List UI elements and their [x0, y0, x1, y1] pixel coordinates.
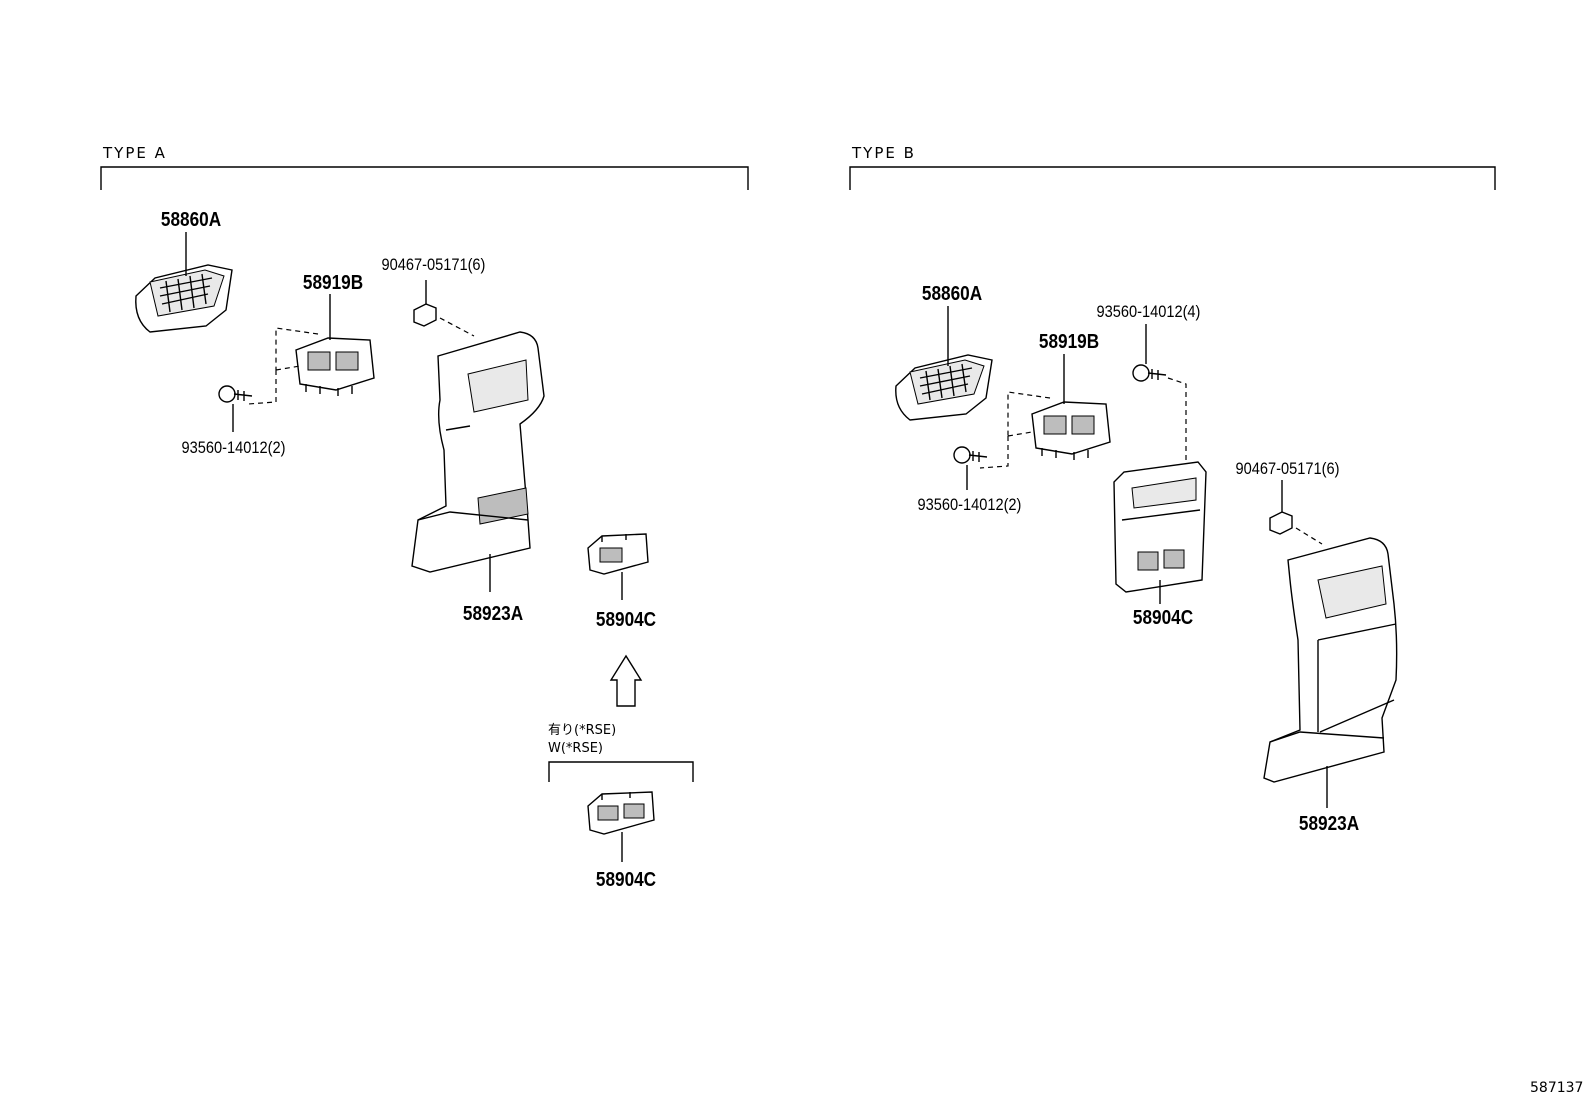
type-b-label-screw-top: 93560-14012(4) — [1096, 303, 1200, 321]
type-a-label-console-end: 58923A — [463, 602, 523, 625]
type-a-section: TYPE A 58860A 58919B 93560-14012(2) — [100, 144, 749, 891]
type-b-screw-top[interactable] — [1132, 324, 1167, 382]
type-b-label-bezel: 58919B — [1039, 330, 1099, 353]
type-a-label-panel-upper: 58904C — [596, 608, 656, 631]
type-a-clip[interactable] — [413, 280, 437, 327]
type-b-label-console-end: 58923A — [1299, 812, 1359, 835]
type-b-bracket — [849, 166, 1496, 190]
type-a-variant-note-line1: 有り(*RSE) — [548, 723, 616, 738]
type-a-label-bezel: 58919B — [303, 271, 363, 294]
type-a-bezel[interactable] — [295, 294, 375, 396]
type-b-label-screw: 93560-14012(2) — [917, 496, 1021, 514]
type-a-label-clip: 90467-05171(6) — [381, 256, 485, 274]
type-b-label-panel: 58904C — [1133, 606, 1193, 629]
type-a-variant-bracket — [548, 761, 694, 782]
type-a-panel-lower[interactable] — [587, 791, 655, 862]
type-b-clip-leader — [1295, 527, 1323, 545]
type-b-section: TYPE B 58860A 58919B 93560-14012(2) — [849, 144, 1496, 835]
type-a-label-screw: 93560-14012(2) — [181, 439, 285, 457]
type-b-clip[interactable] — [1269, 480, 1293, 535]
type-a-vent[interactable] — [135, 232, 233, 333]
type-b-screw-top-leader — [1167, 377, 1187, 462]
type-a-title: TYPE A — [102, 144, 167, 162]
type-a-variant-arrow — [609, 654, 643, 707]
type-a-clip-leader — [439, 317, 475, 337]
type-a-panel-upper[interactable] — [587, 533, 649, 600]
type-a-screw[interactable] — [218, 385, 253, 432]
type-b-bezel[interactable] — [1031, 354, 1111, 460]
type-a-variant-note-line2: W(*RSE) — [548, 741, 603, 756]
type-b-title: TYPE B — [851, 144, 916, 162]
type-a-bracket — [100, 166, 749, 190]
type-a-bezel-leader — [247, 327, 319, 405]
type-b-label-vent: 58860A — [922, 282, 982, 305]
type-a-label-vent: 58860A — [161, 208, 221, 231]
type-a-console-end[interactable] — [411, 331, 545, 592]
figure-id: 587137 — [1530, 1080, 1583, 1096]
type-b-vent[interactable] — [895, 306, 993, 421]
type-b-bezel-leader — [979, 391, 1051, 469]
type-a-label-panel-lower: 58904C — [596, 868, 656, 891]
type-b-screw[interactable] — [953, 446, 988, 490]
type-b-console-end[interactable] — [1263, 537, 1398, 808]
type-b-panel[interactable] — [1113, 461, 1207, 604]
type-b-label-clip: 90467-05171(6) — [1235, 460, 1339, 478]
